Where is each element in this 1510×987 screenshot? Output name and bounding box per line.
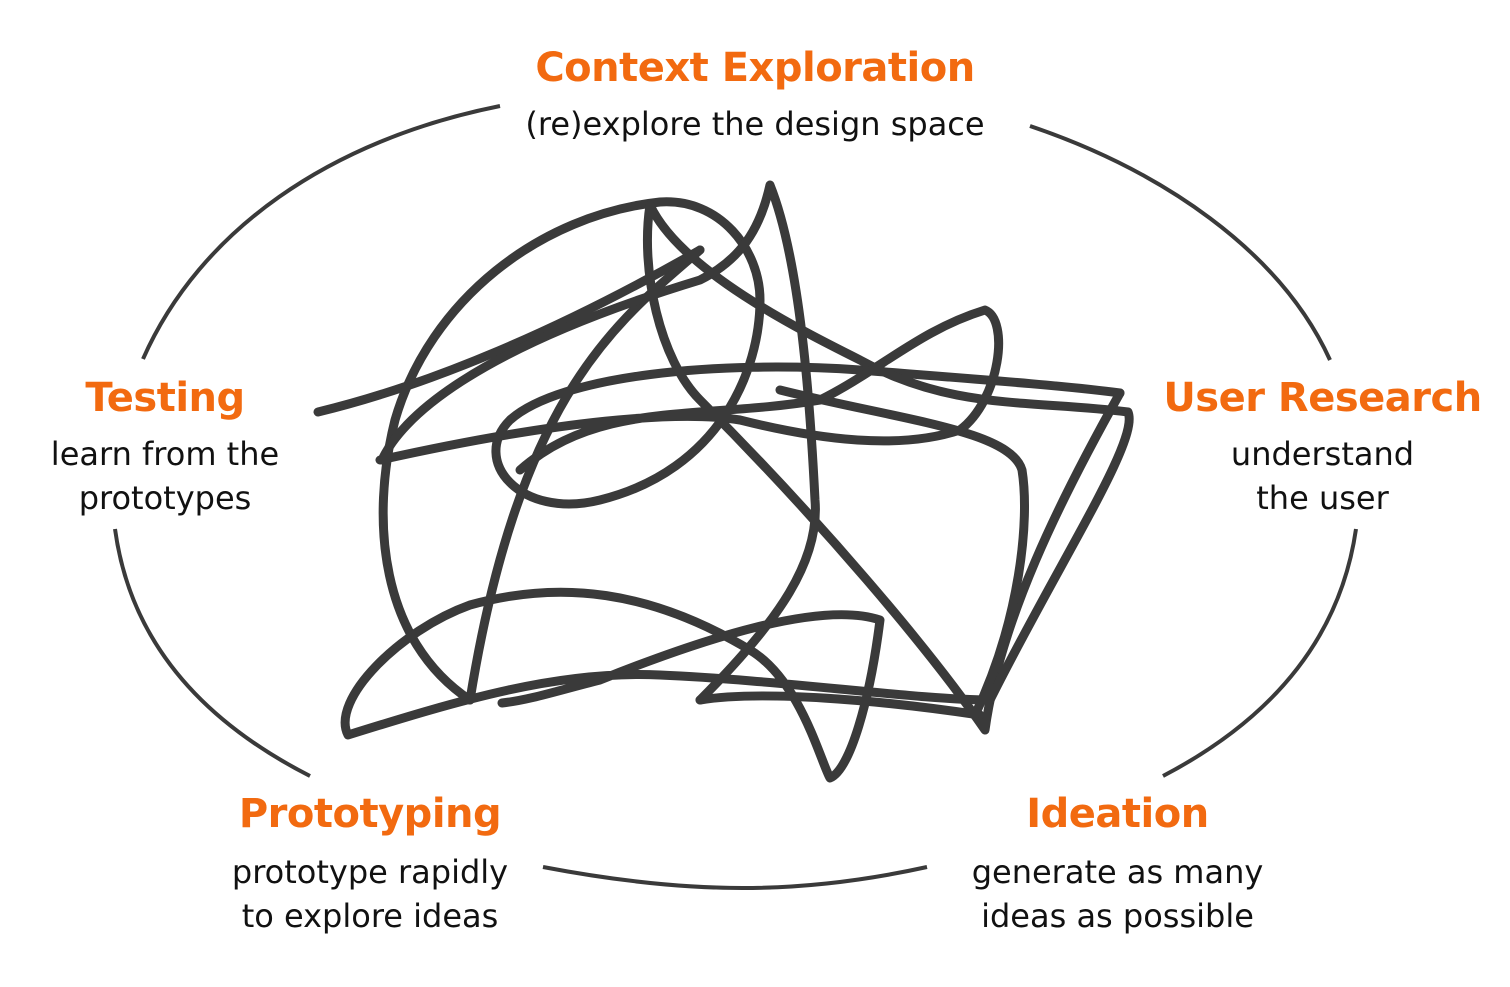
- cycle-arc-top-left: [141, 104, 501, 360]
- stage-description-line-2: the user: [1256, 479, 1389, 517]
- stage-testing: Testing learn from the prototypes: [20, 374, 310, 520]
- squiggle-stroke-9: [375, 305, 1004, 475]
- stage-description-line-2: prototypes: [78, 479, 252, 517]
- cycle-arc-left-lower: [113, 528, 311, 778]
- stage-description-line-2: to explore ideas: [241, 897, 499, 935]
- stage-ideation: Ideation generate as many ideas as possi…: [950, 790, 1285, 938]
- stage-context-exploration: Context Exploration (re)explore the desi…: [455, 44, 1055, 146]
- stage-user-research: User Research understand the user: [1160, 374, 1485, 520]
- stage-description-line-1: generate as many: [971, 853, 1264, 891]
- stage-title: Ideation: [1026, 791, 1209, 837]
- stage-prototyping: Prototyping prototype rapidly to explore…: [200, 790, 540, 938]
- cycle-arc-bottom: [542, 865, 928, 890]
- stage-title: Prototyping: [238, 791, 502, 837]
- squiggle-stroke-10: [775, 385, 1029, 720]
- stage-title: User Research: [1163, 375, 1482, 421]
- squiggle-stroke-7: [377, 180, 820, 705]
- stage-description-line-1: prototype rapidly: [231, 853, 509, 891]
- tangled-squiggle-icon: [313, 180, 1134, 783]
- stage-description-line-1: understand: [1230, 435, 1415, 473]
- squiggle-stroke-4: [643, 200, 1125, 735]
- squiggle-stroke-5: [645, 200, 1134, 705]
- squiggle-stroke-8: [695, 691, 985, 720]
- stage-description: (re)explore the design space: [525, 105, 985, 143]
- cycle-arc-right-lower: [1162, 528, 1358, 778]
- stage-description-line-1: learn from the: [50, 435, 280, 473]
- stage-title: Testing: [85, 375, 245, 421]
- squiggle-stroke-1: [313, 245, 705, 417]
- stage-description-line-2: ideas as possible: [981, 897, 1254, 935]
- cycle-arc-top-right: [1029, 124, 1332, 361]
- squiggle-stroke-6: [340, 587, 995, 783]
- stage-title: Context Exploration: [535, 45, 975, 91]
